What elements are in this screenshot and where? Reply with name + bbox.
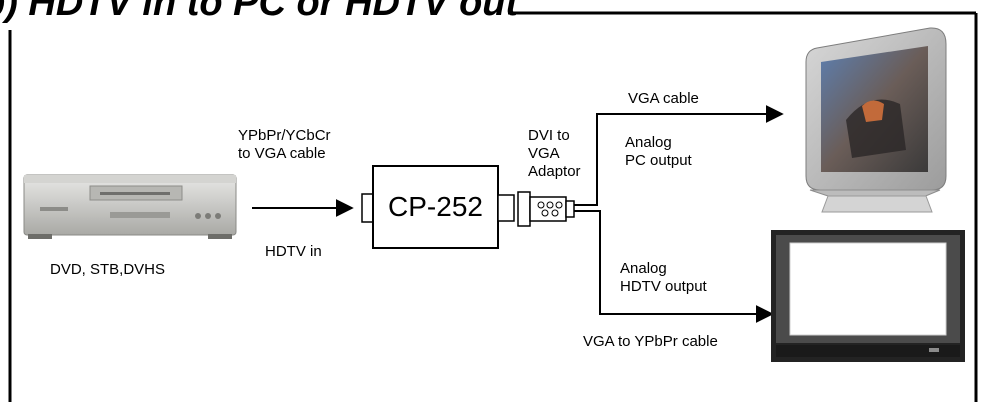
pc-output-line-2: PC output	[625, 152, 692, 169]
frame-border	[8, 11, 978, 402]
hdtv-output-line-1: Analog	[620, 260, 667, 277]
diagram-title: b) HDTV in to PC or HDTV out	[0, 0, 519, 24]
hdtv-in-label: HDTV in	[265, 243, 322, 260]
input-cable-label: YPbPr/YCbCr to VGA cable	[238, 127, 331, 163]
hdtv-output-line-2: HDTV output	[620, 278, 707, 295]
pc-output-label: Analog PC output	[625, 134, 692, 170]
adaptor-line-2: VGA	[528, 145, 560, 162]
adaptor-line-1: DVI to	[528, 127, 570, 144]
hdtv-icon	[771, 230, 965, 362]
pc-output-line-1: Analog	[625, 134, 672, 151]
adaptor-line-3: Adaptor	[528, 163, 581, 180]
cp-252-box	[361, 165, 515, 249]
output-wiring	[574, 113, 616, 315]
vga-cable-label: VGA cable	[628, 90, 699, 107]
adaptor-label: DVI to VGA Adaptor	[528, 127, 581, 181]
ypbpr-cable-label: VGA to YPbPr cable	[583, 333, 718, 350]
input-cable-line-1: YPbPr/YCbCr	[238, 127, 331, 144]
cp-252-label: CP-252	[388, 191, 483, 222]
hdtv-output-label: Analog HDTV output	[620, 260, 707, 296]
source-device-label: DVD, STB,DVHS	[50, 261, 166, 278]
input-cable-line-2: to VGA cable	[238, 145, 326, 162]
dvd-player-icon	[23, 174, 237, 239]
dvi-vga-adaptor-icon	[517, 191, 575, 227]
pc-monitor-icon	[805, 27, 947, 213]
